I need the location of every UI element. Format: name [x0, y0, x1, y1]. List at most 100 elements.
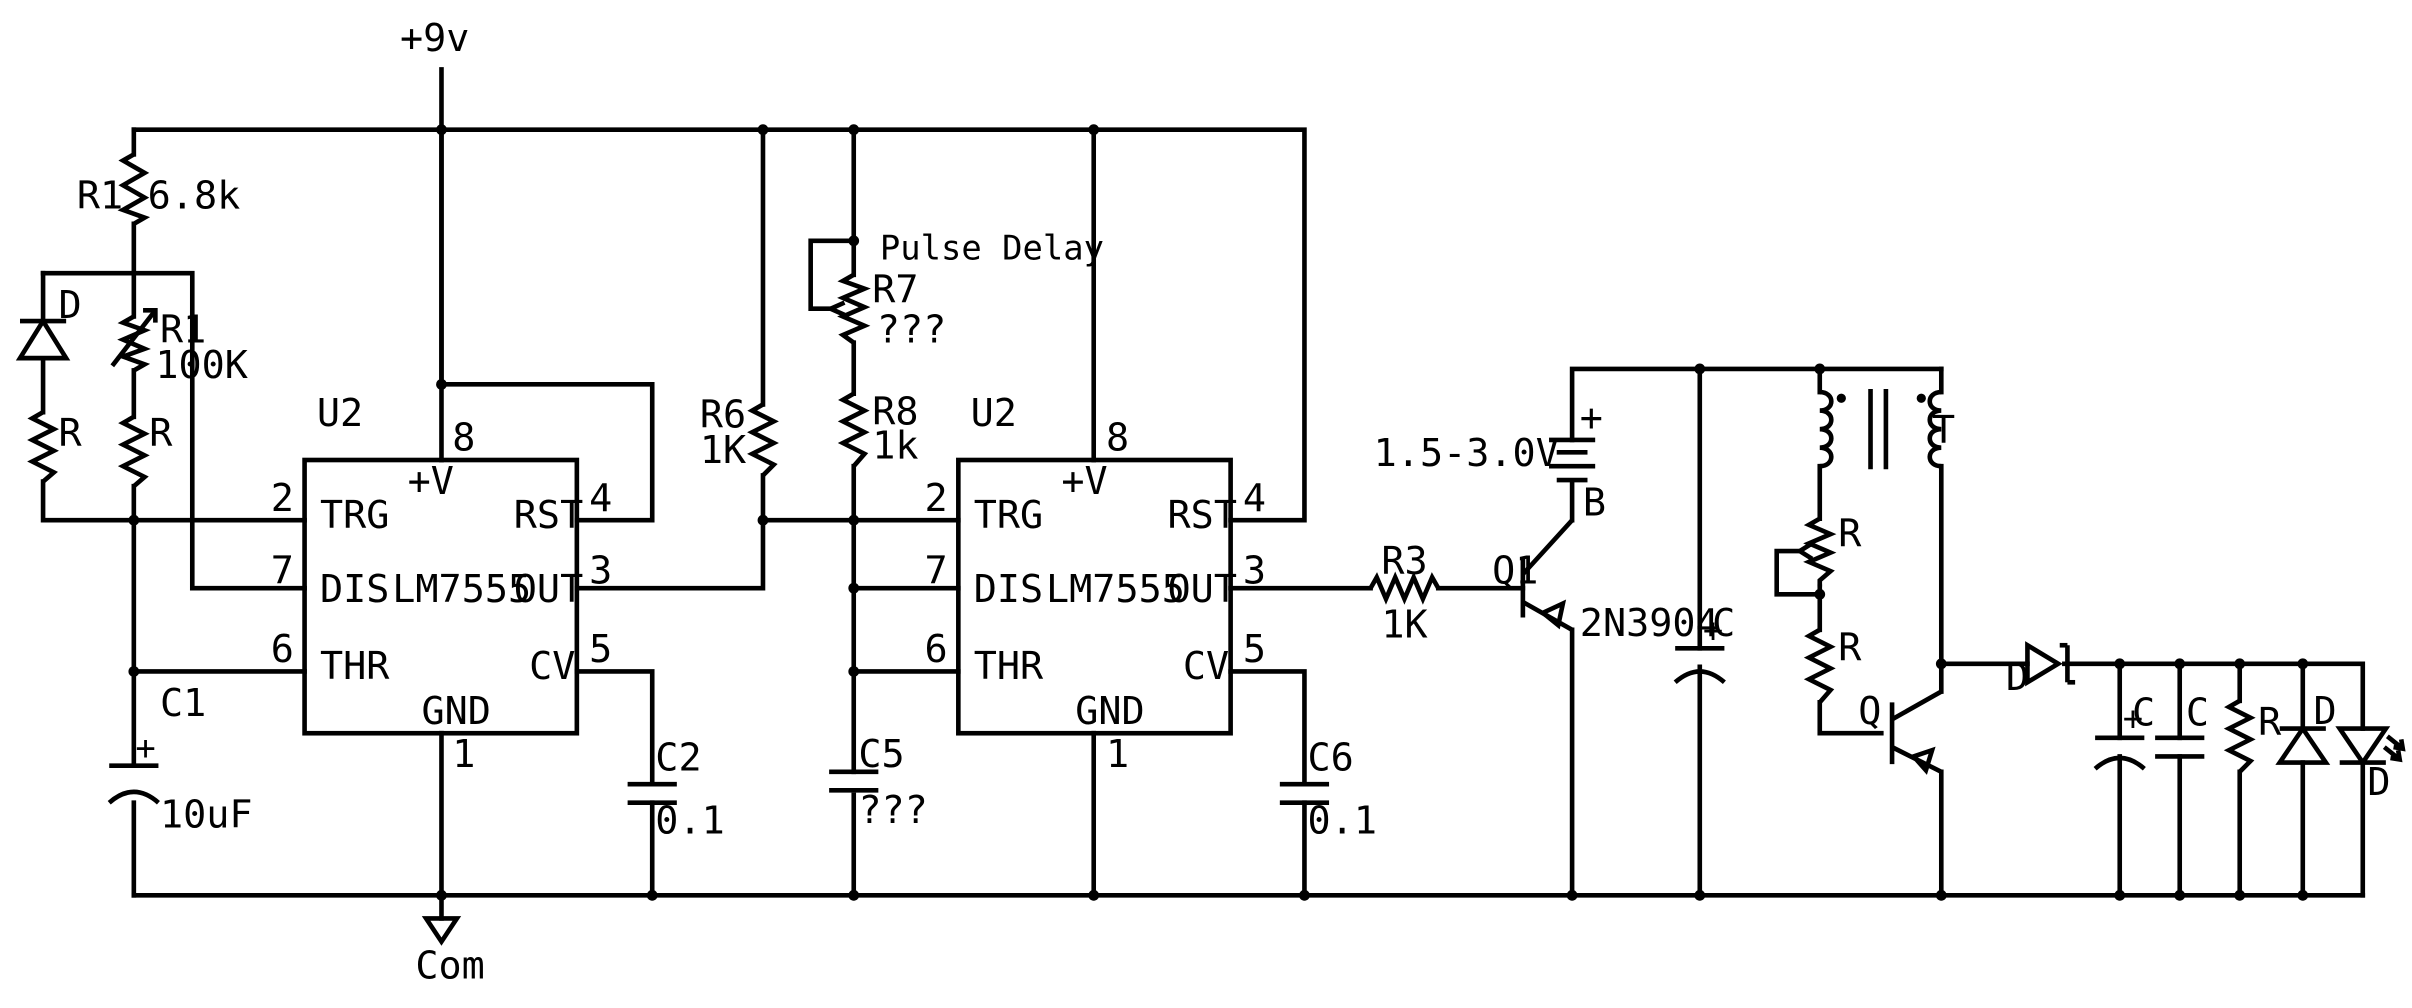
c-out1-ref: C — [2132, 690, 2155, 735]
ic2-pin-gnd: GND — [1075, 689, 1144, 734]
c-out1-polarity: + — [2123, 699, 2143, 738]
ic2-pin-rst: RST — [1168, 493, 1237, 538]
ic2-pin-number: 1 — [1106, 732, 1129, 777]
c2-value: 0.1 — [655, 799, 724, 844]
ic1-pin-trg: TRG — [320, 493, 389, 538]
resistor-r1-6k8: R1 6.8k — [77, 152, 241, 226]
ic2-pin-dis: DIS — [974, 567, 1043, 612]
ic1-pin-vcc: +V — [408, 459, 454, 504]
variable-resistor-r1-100k: R1 100K — [110, 308, 249, 388]
diode-d-out: D — [2006, 641, 2076, 700]
diode-icon — [15, 316, 71, 361]
transistor-q: Q — [1858, 689, 1943, 775]
r7-ref: R7 — [872, 267, 918, 312]
r1a-value: 6.8k — [148, 173, 241, 218]
ic1-pin-number: 4 — [589, 476, 612, 521]
resistor-r-mid: R — [117, 411, 173, 489]
ic1-pin-rst: RST — [514, 493, 583, 538]
diode-d-left: D — [15, 283, 82, 361]
r6-value: 1K — [700, 428, 747, 473]
variable-resistor-icon — [116, 314, 151, 373]
r-pot-ref: R — [1838, 511, 1862, 556]
c5-ref: C5 — [858, 732, 904, 777]
ground-symbol: Com — [415, 916, 485, 989]
c5-value: ??? — [858, 788, 927, 833]
resistor-r6: R6 1K — [700, 393, 779, 478]
r1b-value: 100K — [155, 343, 248, 388]
ic2-pin-trg: TRG — [974, 493, 1043, 538]
ic1-pin-out: OUT — [514, 567, 583, 612]
r7-note: Pulse Delay — [880, 228, 1104, 267]
capacitor-c1: + C1 10uF — [107, 681, 253, 837]
led-d: D — [2335, 726, 2406, 805]
supply-symbol: +9v — [400, 16, 469, 61]
r3-ref: R3 — [1381, 539, 1427, 584]
ic2-pin-number: 2 — [924, 476, 947, 521]
polarized-capacitor-icon — [1673, 669, 1726, 685]
r8-ref: R8 — [872, 389, 918, 434]
ic2-pin-thr: THR — [974, 644, 1044, 689]
c-big-polarity: + — [1703, 611, 1723, 650]
potentiometer-icon — [1803, 516, 1837, 587]
r7-value: ??? — [877, 308, 946, 353]
diode-icon — [2275, 724, 2331, 765]
r8-value: 1k — [872, 423, 918, 468]
c1-value: 10uF — [160, 792, 253, 837]
transformer-icon — [1819, 389, 1834, 469]
q1-ref: Q1 — [1492, 548, 1538, 593]
ic1-pin-number: 5 — [589, 627, 612, 672]
q-ref: Q — [1858, 689, 1881, 734]
ic1-pin-cv: CV — [529, 644, 575, 689]
transformer-ref: T — [1932, 408, 1955, 453]
d-out2-ref: D — [2314, 689, 2337, 734]
ic1-pin-gnd: GND — [421, 689, 490, 734]
c1-polarity: + — [135, 728, 155, 767]
resistor-icon — [1803, 627, 1836, 704]
ic2-pin-vcc: +V — [1061, 459, 1107, 504]
diode-d-out2: D — [2275, 689, 2337, 765]
ic1-pin-number: 8 — [452, 416, 475, 461]
ic1-pin-number: 2 — [271, 476, 294, 521]
r-mid-ref: R — [149, 411, 173, 456]
led-ref: D — [2367, 760, 2390, 805]
r-base-ref: R — [1838, 626, 1862, 671]
resistor-r-left: R — [27, 410, 82, 484]
ic2-pin-number: 4 — [1243, 476, 1266, 521]
c-out2-ref: C — [2186, 690, 2209, 735]
ic1-pin-number: 6 — [271, 627, 294, 672]
ic2-pin-number: 8 — [1106, 416, 1129, 461]
polarized-capacitor-icon — [107, 789, 160, 805]
ground-label: Com — [415, 944, 484, 989]
d-out-ref: D — [2006, 655, 2029, 700]
ic2-pin-number: 5 — [1243, 627, 1266, 672]
ic1-ref: U2 — [317, 391, 363, 436]
capacitor-c-out2: C — [2155, 690, 2209, 759]
potentiometer-icon — [837, 272, 871, 345]
c1-ref: C1 — [160, 681, 206, 726]
ic1-part: LM7555 — [392, 567, 531, 612]
r1b-ref: R1 — [160, 308, 206, 353]
resistor-icon — [837, 391, 870, 468]
resistor-icon — [117, 152, 151, 226]
battery-value: 1.5-3.0V — [1374, 431, 1559, 476]
resistor-r-out: R — [2223, 698, 2282, 774]
c-big-ref: C — [1712, 601, 1735, 646]
r6-ref: R6 — [700, 393, 746, 438]
ic1-lm7555: U2 TRG DIS THR RST OUT CV +V GND LM7555 … — [271, 391, 613, 777]
ic2-pin-cv: CV — [1183, 644, 1229, 689]
led-icon — [2335, 726, 2391, 767]
resistor-icon — [747, 402, 779, 478]
battery-b: + 1.5-3.0V B — [1374, 396, 1606, 526]
capacitor-c-big: + C — [1673, 601, 1735, 685]
polarized-capacitor-icon — [2093, 755, 2146, 771]
capacitor-c5: C5 ??? — [829, 732, 928, 833]
resistor-icon — [117, 414, 150, 489]
potentiometer-r7: Pulse Delay R7 ??? — [829, 228, 1104, 353]
c6-value: 0.1 — [1308, 799, 1377, 844]
ic1-pin-number: 7 — [271, 548, 294, 593]
battery-polarity: + — [1580, 396, 1603, 441]
d-left-ref: D — [58, 283, 81, 328]
resistor-icon — [27, 410, 59, 484]
capacitor-c-out1: + C — [2093, 690, 2155, 771]
